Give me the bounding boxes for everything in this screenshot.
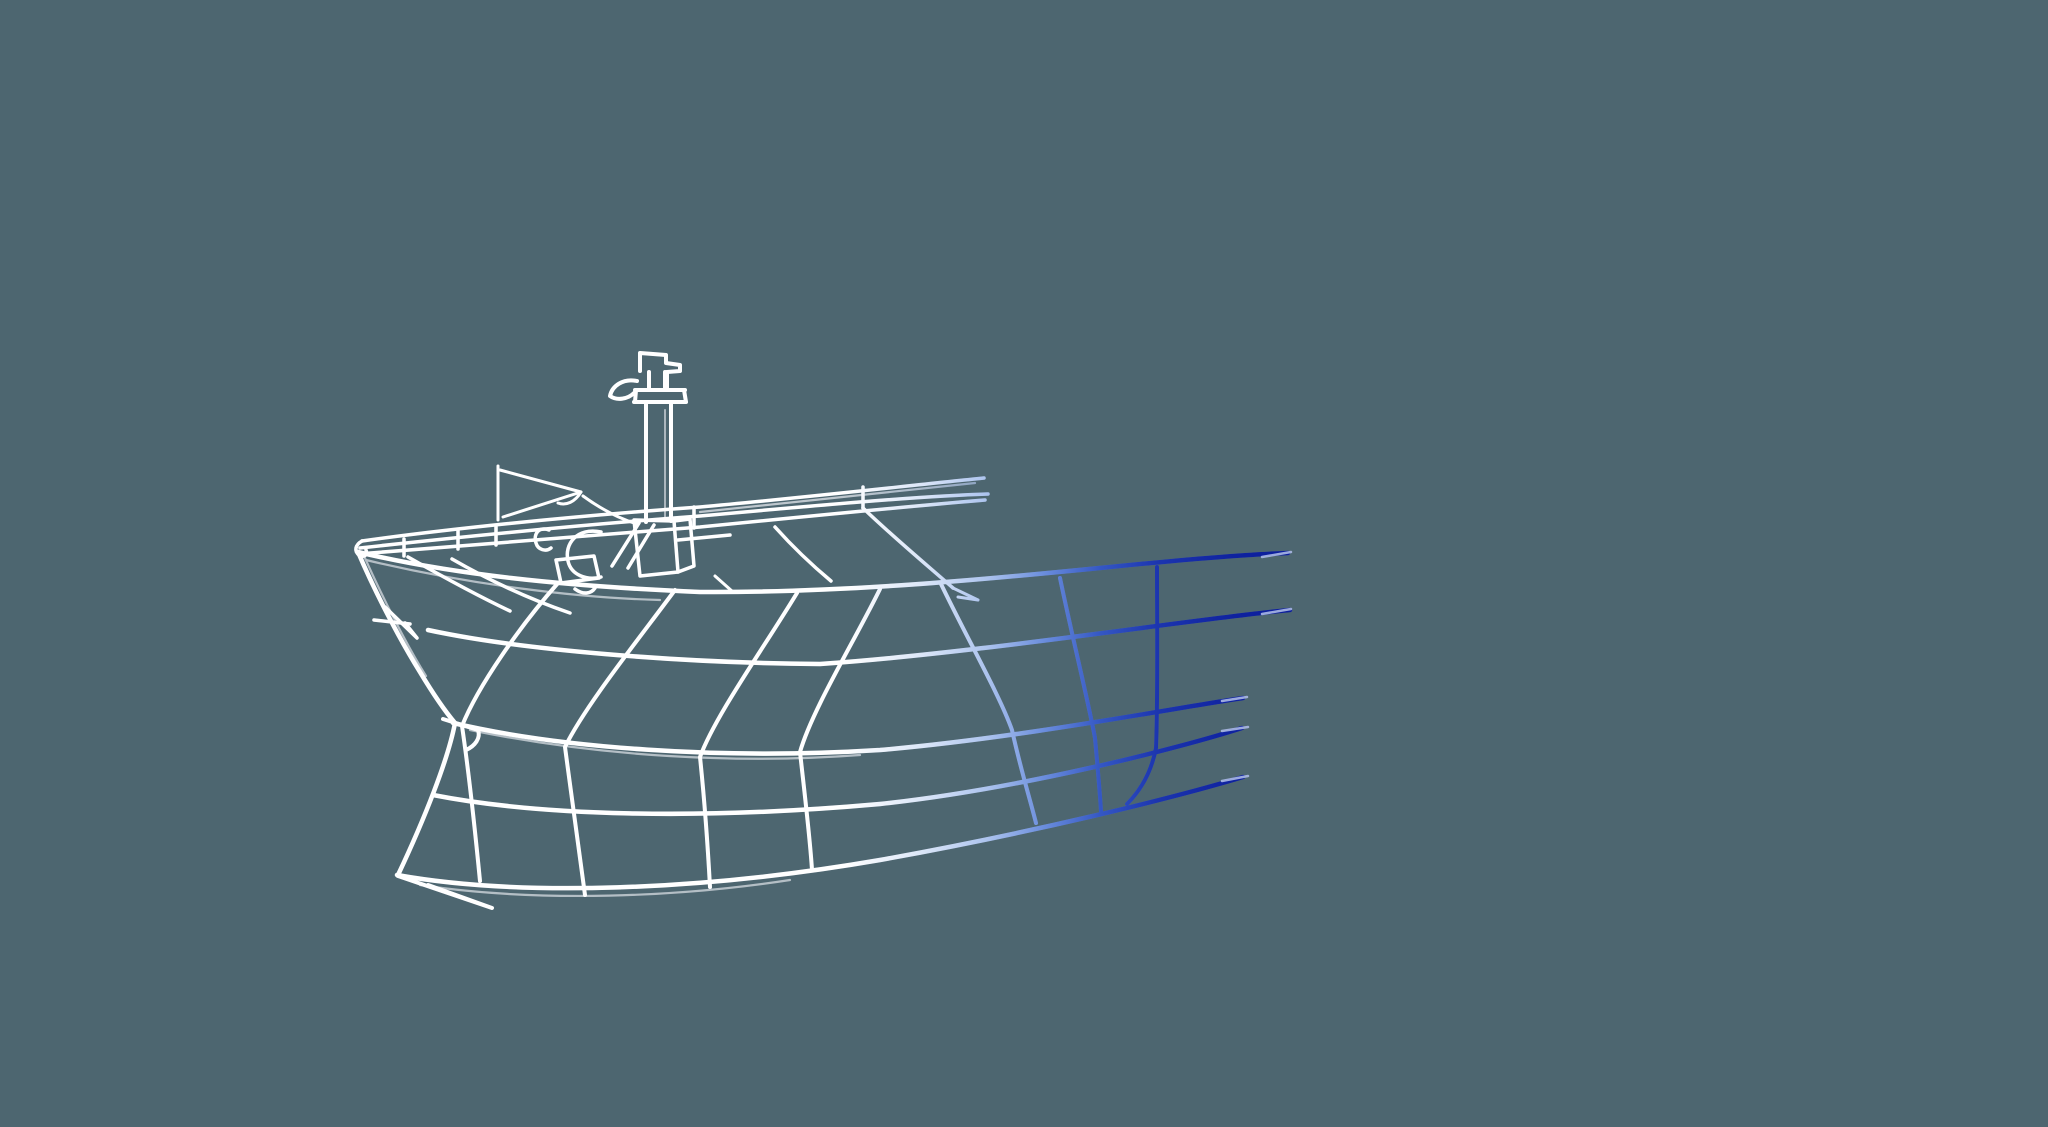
tip-flick	[1220, 725, 1250, 733]
tip-flick	[1260, 607, 1293, 616]
tip-flick	[1260, 550, 1293, 559]
line-end-flicks	[1220, 550, 1293, 783]
tip-flick	[1220, 695, 1249, 703]
tip-flick	[1220, 774, 1250, 783]
